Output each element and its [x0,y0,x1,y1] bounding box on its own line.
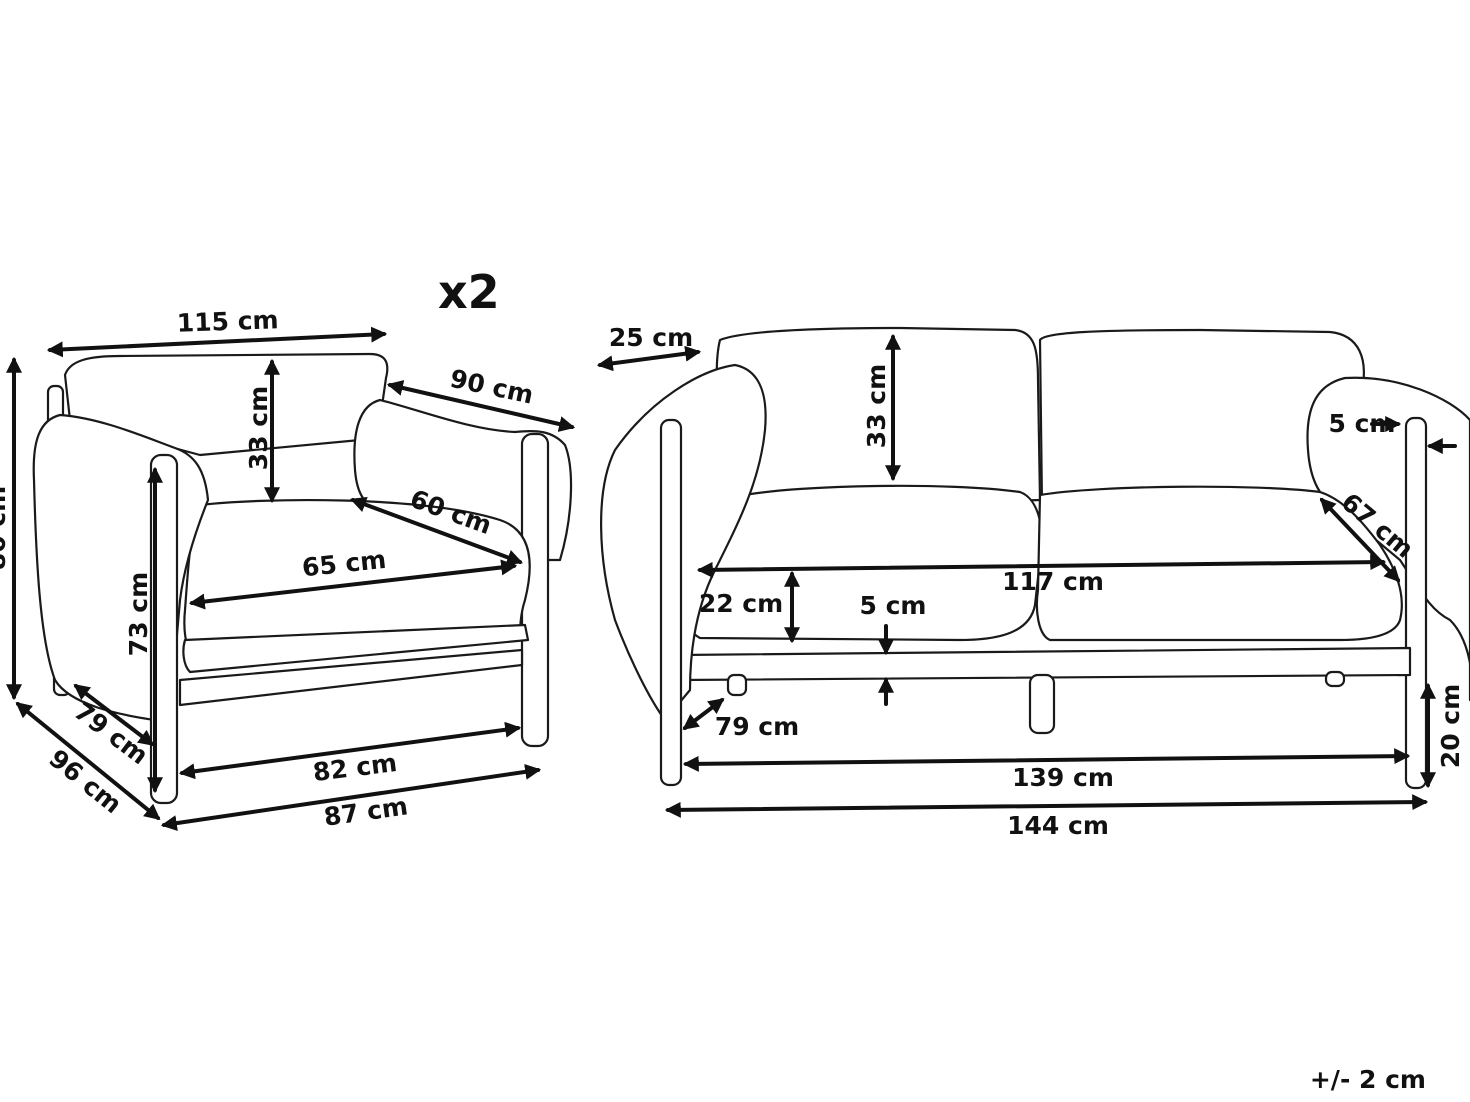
label-sofa-back-height: 33 cm [862,364,891,448]
label-armchair-arm-height: 73 cm [124,572,153,656]
label-sofa-inner-width: 139 cm [1012,763,1114,792]
label-armchair-back-height: 33 cm [244,386,273,470]
dim-sofa-back-thickness [596,345,702,372]
sofa-leg-center [1028,673,1056,735]
label-sofa-back-thickness: 25 cm [609,323,693,352]
dim-armchair-width [46,326,388,358]
sofa-labels: 25 cm 33 cm 5 cm 67 cm 117 cm 22 cm 5 cm… [609,323,1465,840]
dim-armchair-depth [386,380,576,432]
label-sofa-frame-thickness: 5 cm [860,591,927,620]
sofa-leg-back-left [726,673,748,697]
armchair-seat-front [182,623,530,674]
sofa-left-post [659,418,683,787]
label-armchair-width: 115 cm [176,305,279,338]
label-armchair-base-width: 87 cm [322,791,410,831]
label-armchair-total-height: 80 cm [0,486,11,570]
quantity-badge: x2 [438,265,500,319]
dim-sofa-side-depth [682,698,725,730]
dim-sofa-seat-width [696,554,1387,578]
dim-armchair-seat-width [188,559,518,610]
label-sofa-side-depth: 79 cm [715,712,799,741]
armchair-left-arm [32,413,210,722]
dim-armchair-base-width [160,763,542,832]
armchair-dimensions [6,326,576,832]
label-sofa-cushion-height: 22 cm [699,589,783,618]
dim-armchair-diagonal-depth [15,701,161,821]
tolerance-note: +/- 2 cm [1310,1065,1426,1094]
sofa-leg-back-right [1324,670,1346,688]
label-sofa-arm-width: 5 cm [1329,409,1396,438]
dim-sofa-total-width [664,794,1429,818]
sofa-right-post [1404,416,1428,790]
dim-sofa-inner-width [682,748,1411,772]
armchair-frame-base [178,648,524,707]
label-sofa-leg-height: 20 cm [1436,684,1465,768]
label-sofa-seat-width: 117 cm [1002,567,1104,596]
dim-armchair-seat-depth [350,496,523,566]
sofa-dimensions [596,333,1457,818]
label-sofa-total-width: 144 cm [1007,811,1109,840]
